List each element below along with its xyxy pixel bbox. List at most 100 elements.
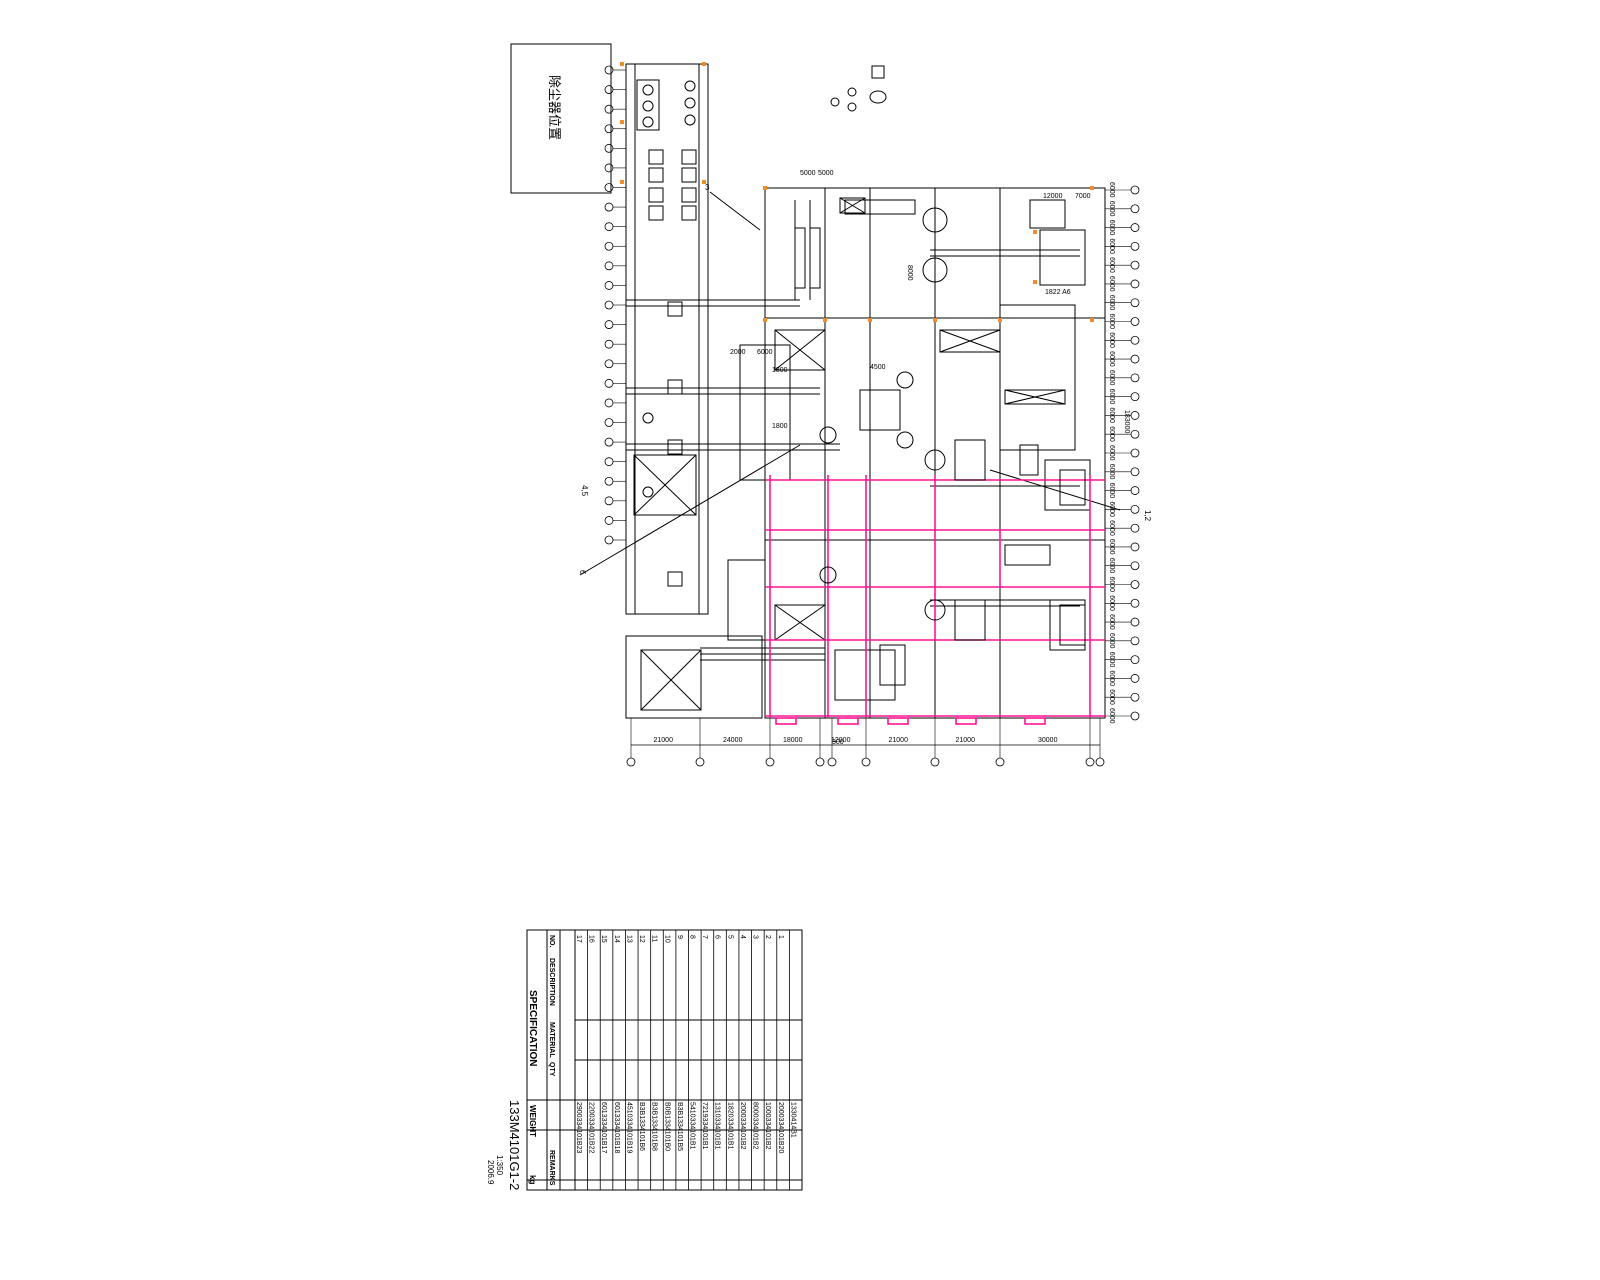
spec-row-no: 8 xyxy=(689,935,696,939)
grid-bubble-bottom xyxy=(1095,757,1105,767)
magenta-frames xyxy=(765,475,1105,725)
grid-bubble-right xyxy=(1130,241,1140,251)
bay-dim: 24000 xyxy=(723,737,743,744)
grid-row-dim: 6000 xyxy=(1108,238,1115,254)
grid-bubble-left xyxy=(604,339,614,349)
spec-row-no: 15 xyxy=(600,935,607,943)
grid-row-dim: 6000 xyxy=(1108,652,1115,668)
grid-row-dim: 6000 xyxy=(1108,520,1115,536)
interior-dim-2: 6000 xyxy=(757,349,773,356)
spec-row-code: 7219334101B1 xyxy=(701,1102,708,1150)
spec-row-no: 3 xyxy=(752,935,759,939)
grid-row-dim: 6000 xyxy=(1108,276,1115,292)
grid-row-dim: 6000 xyxy=(1108,445,1115,461)
grid-bubble-right xyxy=(1130,260,1140,270)
grid-bubble-left xyxy=(604,261,614,271)
grid-row-dim: 6000 xyxy=(1108,539,1115,555)
grid-row-dim: 6000 xyxy=(1108,483,1115,499)
grid-bubble-right xyxy=(1130,335,1140,345)
spec-header-qty: QTY xyxy=(548,1062,555,1077)
grid-row-dim: 6000 xyxy=(1108,633,1115,649)
equipment-symbols xyxy=(636,65,1086,686)
spec-row-no: 17 xyxy=(575,935,582,943)
grid-bubble-right xyxy=(1130,223,1140,232)
grid-bubble-left xyxy=(604,320,614,329)
grid-bubble-left xyxy=(604,281,614,290)
grid-bubble-left xyxy=(604,143,614,153)
grid-row-dim: 6000 xyxy=(1108,407,1115,423)
callout-1-2: 1,2 xyxy=(1143,510,1152,522)
top-dim-2: 5000 xyxy=(818,170,834,177)
spec-row-code: 2900334101B23 xyxy=(575,1102,582,1153)
interior-dim-3: 4500 xyxy=(870,364,886,371)
grid-bubble-right xyxy=(1130,561,1140,571)
callout-3: 3 xyxy=(705,183,710,192)
grid-bubble-bottom xyxy=(815,757,825,767)
grid-row-dim: 6000 xyxy=(1108,689,1115,705)
spec-header-no: NO. xyxy=(548,935,555,948)
grid-bubble-bottom xyxy=(930,757,940,767)
grid-bubble-right xyxy=(1130,523,1140,533)
grid-bubble-left xyxy=(604,202,614,212)
grid-bubble-right xyxy=(1130,185,1140,195)
grid-row-dim: 6000 xyxy=(1108,558,1115,574)
grid-row-dim: 6000 xyxy=(1108,295,1115,311)
spec-row-no: 12 xyxy=(638,935,645,943)
grid-bubble-right xyxy=(1130,429,1140,439)
grid-row-dim: 6000 xyxy=(1108,389,1115,405)
grid-bubble-bottom xyxy=(827,757,837,767)
grid-row-dim: 6000 xyxy=(1108,595,1115,611)
spec-header-material: MATERIAL xyxy=(548,1022,555,1058)
grid-bubble-right xyxy=(1130,448,1140,458)
grid-bubble-left xyxy=(604,300,614,310)
spec-weight-unit: kg xyxy=(528,1175,537,1184)
spec-row-lines xyxy=(574,930,790,1190)
spec-weight-label: WEIGHT xyxy=(528,1105,537,1137)
spec-row-code: 2200334101B22 xyxy=(588,1102,595,1153)
spec-row-no: 1 xyxy=(777,935,784,939)
spec-rows: 172900334101B23162200334101B221560133341… xyxy=(575,935,796,1153)
spec-row-code: B0B1334101B0 xyxy=(663,1102,670,1151)
grid-bubble-left xyxy=(604,65,614,75)
grid-bubble-right xyxy=(1130,204,1140,214)
left-grid-bubbles xyxy=(604,65,626,545)
grid-bubble-right xyxy=(1130,711,1140,721)
left-strip xyxy=(625,63,763,719)
spec-row-code: 1330414B1 xyxy=(789,1102,796,1138)
grid-bubble-right xyxy=(1130,392,1140,402)
bay-small-dim: 300 xyxy=(832,739,844,746)
bottom-grid-bubbles xyxy=(626,718,1105,767)
spec-row-code: 1310334101B1 xyxy=(714,1102,721,1150)
grid-bubble-right xyxy=(1130,580,1140,589)
grid-bubble-left xyxy=(604,359,614,369)
upper-right-dim-1: 12000 xyxy=(1043,193,1063,200)
grid-bubble-left xyxy=(604,222,614,232)
spec-row-code: 4510334101B19 xyxy=(625,1102,632,1153)
spec-row-no: 14 xyxy=(613,935,620,943)
spec-header-description: DESCRIPTION xyxy=(548,958,555,1006)
grid-bubble-right xyxy=(1130,598,1140,608)
grid-bubble-right xyxy=(1130,298,1140,308)
grid-row-dim: 6000 xyxy=(1108,370,1115,386)
grid-bubble-right xyxy=(1130,467,1140,477)
dust-collector-label: 除尘器位置 xyxy=(547,75,562,140)
spec-row-no: 7 xyxy=(701,935,708,939)
spec-row-code: 1000334101B2 xyxy=(764,1102,771,1150)
grid-bubble-right xyxy=(1130,636,1140,646)
grid-row-dim: 6000 xyxy=(1108,314,1115,330)
grid-row-dim: 6000 xyxy=(1108,182,1115,198)
dust-collector-block xyxy=(510,43,612,194)
spec-row-no: 5 xyxy=(726,935,733,939)
grid-bubble-bottom xyxy=(695,757,705,767)
grid-bubble-right xyxy=(1130,542,1140,552)
grid-bubble-left xyxy=(604,535,614,545)
drawing-number: 133M4101G1-2 xyxy=(507,1100,522,1190)
interior-dim-6: 8000 xyxy=(906,265,913,281)
top-dim-1: 5000 xyxy=(800,170,816,177)
spec-row-code: B3B1334101B8 xyxy=(651,1102,658,1151)
interior-dim-5: 1800 xyxy=(772,423,788,430)
spec-row-no: 2 xyxy=(764,935,771,939)
spec-row-no: 11 xyxy=(651,935,658,942)
callout-4-5: 4,5 xyxy=(580,485,589,497)
